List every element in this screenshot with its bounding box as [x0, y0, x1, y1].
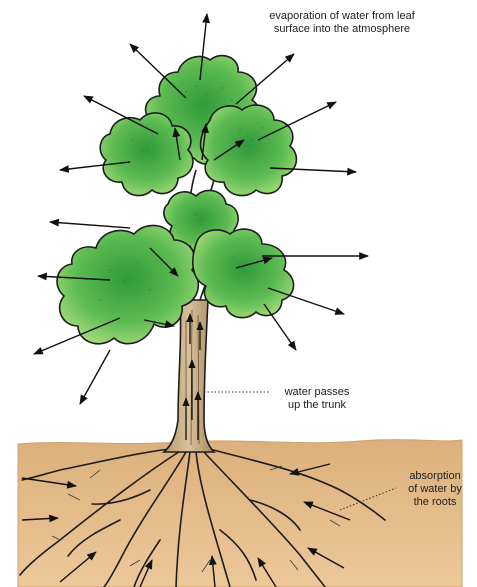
trunk-label: water passes up the trunk — [262, 386, 372, 412]
evaporation-label: evaporation of water from leaf surface i… — [232, 10, 452, 36]
roots-label: absorption of water by the roots — [393, 470, 477, 509]
evaporation-label-line1: evaporation of water from leaf — [232, 10, 452, 23]
evaporation-label-line2: surface into the atmosphere — [232, 23, 452, 36]
leaf-cluster-upper-right — [201, 105, 297, 196]
foliage — [57, 56, 296, 344]
trunk-label-line1: water passes — [262, 386, 372, 399]
roots-label-line1: absorption — [393, 470, 477, 483]
trunk-label-line2: up the trunk — [262, 399, 372, 412]
roots-label-line3: the roots — [393, 496, 477, 509]
leaf-cluster-lower-left — [57, 225, 198, 343]
soil-ground — [18, 440, 462, 587]
roots-label-line2: of water by — [393, 483, 477, 496]
